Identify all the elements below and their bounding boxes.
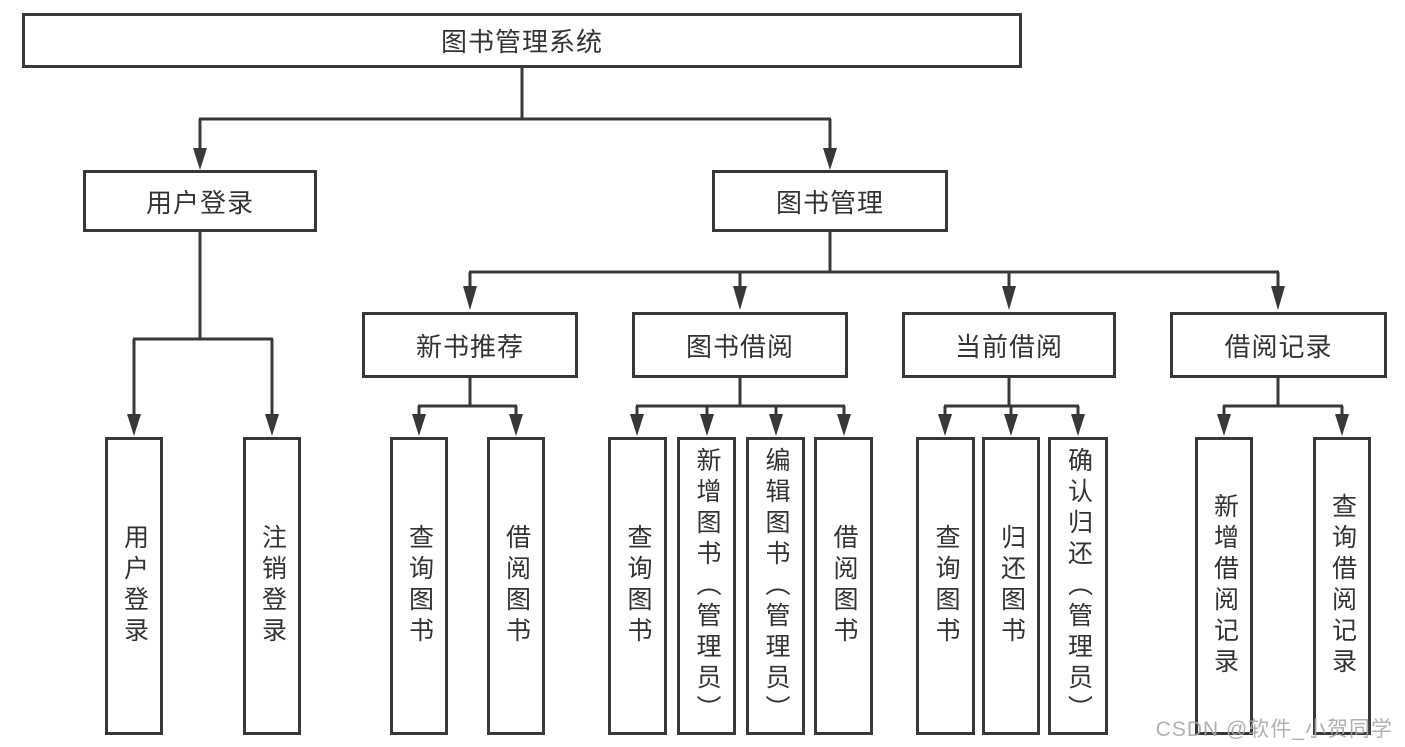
leaf-logout: 注销登录	[243, 437, 301, 735]
arrowhead	[837, 414, 851, 436]
node-borrow-record: 借阅记录	[1170, 312, 1387, 378]
node-book-management: 图书管理	[712, 170, 948, 232]
leaf-borrow-query-books: 查询图书	[608, 437, 667, 735]
node-label: 查询图书	[405, 524, 434, 648]
node-label: 用户登录	[120, 524, 149, 648]
connector-user-login-branch	[127, 232, 279, 436]
arrowhead	[1002, 286, 1016, 310]
connector-root-branch	[193, 68, 837, 170]
connector-book-borrow-branch	[630, 378, 851, 436]
leaf-record-add: 新增借阅记录	[1195, 437, 1253, 735]
node-label: 借阅图书	[502, 524, 531, 648]
node-label: 图书管理	[775, 187, 884, 218]
node-label: 用户登录	[145, 187, 254, 218]
connector-book-management-branch	[463, 232, 1285, 310]
node-library-management-system: 图书管理系统	[22, 13, 1022, 68]
node-new-book-recommend: 新书推荐	[362, 312, 578, 378]
arrowhead	[769, 414, 783, 436]
node-label: 图书借阅	[685, 331, 794, 362]
arrowhead	[938, 414, 952, 436]
node-label: 归还图书	[997, 524, 1026, 648]
arrowhead	[265, 414, 279, 436]
arrowhead	[1271, 286, 1285, 310]
leaf-current-confirm-return-admin: 确认归还（管理员）	[1048, 437, 1108, 735]
arrowhead	[193, 148, 207, 170]
leaf-borrow-edit-books-admin: 编辑图书（管理员）	[746, 437, 805, 735]
arrowhead	[1335, 414, 1349, 436]
node-label: 查询图书	[932, 524, 960, 648]
csdn-watermark: CSDN @软件_小贺同学	[1155, 718, 1393, 741]
node-label: 新增借阅记录	[1210, 493, 1239, 679]
node-label: 当前借阅	[954, 331, 1063, 362]
node-label: 查询图书	[624, 524, 652, 648]
connector-borrow-record-branch	[1217, 378, 1349, 436]
leaf-borrow-borrow-books: 借阅图书	[814, 437, 873, 735]
node-book-borrow: 图书借阅	[632, 312, 848, 378]
leaf-current-query-books: 查询图书	[916, 437, 975, 735]
arrowhead	[1217, 414, 1231, 436]
arrowhead	[823, 148, 837, 170]
leaf-recommend-query-books: 查询图书	[390, 437, 448, 735]
leaf-current-return-books: 归还图书	[982, 437, 1040, 735]
arrowhead	[733, 286, 747, 310]
node-current-borrow: 当前借阅	[902, 312, 1116, 378]
node-user-login: 用户登录	[83, 170, 317, 232]
leaf-record-query: 查询借阅记录	[1313, 437, 1371, 735]
node-label: 新书推荐	[415, 331, 524, 362]
node-label: 查询借阅记录	[1328, 493, 1357, 679]
connector-current-borrow-branch	[938, 378, 1085, 436]
node-label: 编辑图书（管理员）	[762, 446, 790, 726]
arrowhead	[412, 414, 426, 436]
node-label: 确认归还（管理员）	[1064, 446, 1093, 726]
connector-new-book-branch	[412, 378, 523, 436]
node-label: 新增图书（管理员）	[693, 446, 721, 726]
node-label: 图书管理系统	[440, 27, 603, 57]
arrowhead	[463, 286, 477, 310]
arrowhead	[700, 414, 714, 436]
leaf-borrow-add-books-admin: 新增图书（管理员）	[677, 437, 736, 735]
leaf-user-login: 用户登录	[105, 437, 163, 735]
node-label: 注销登录	[258, 524, 287, 648]
arrowhead	[509, 414, 523, 436]
node-label: 借阅图书	[830, 524, 858, 648]
arrowhead	[1004, 414, 1018, 436]
node-label: 借阅记录	[1224, 331, 1333, 362]
leaf-recommend-borrow-books: 借阅图书	[487, 437, 545, 735]
arrowhead	[630, 414, 644, 436]
arrowhead	[127, 414, 141, 436]
arrowhead	[1071, 414, 1085, 436]
